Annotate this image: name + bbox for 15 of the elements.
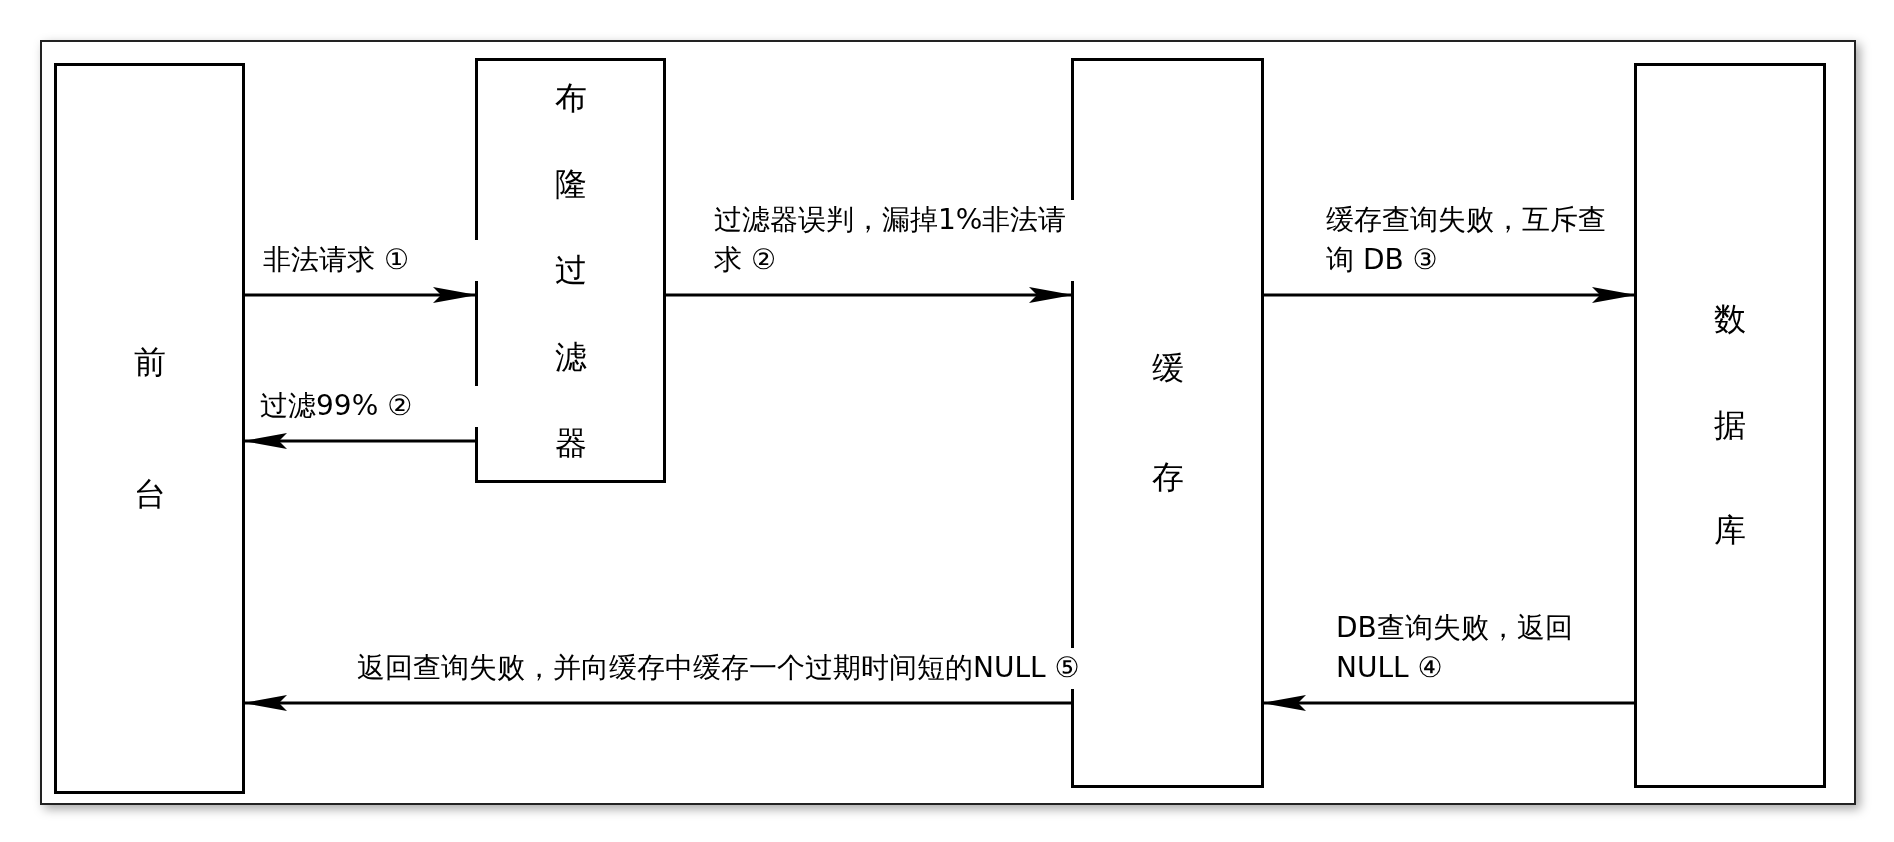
arrow [1262,695,1634,711]
process-box [475,58,666,483]
arrow [666,287,1073,303]
arrow [1264,287,1636,303]
edge-label: 过滤器误判，漏掉1%非法请求 ② [714,199,1074,281]
arrow [243,695,1071,711]
edge-label: 过滤99% ② [260,386,480,427]
process-box [54,63,245,794]
arrow [245,287,477,303]
node-label: 布隆过滤器 [554,77,587,465]
process-box [1634,63,1826,788]
node-label: 前台 [133,342,166,515]
arrow [243,433,475,449]
node-label: 缓存 [1151,348,1184,498]
node-label: 数据库 [1714,299,1746,552]
